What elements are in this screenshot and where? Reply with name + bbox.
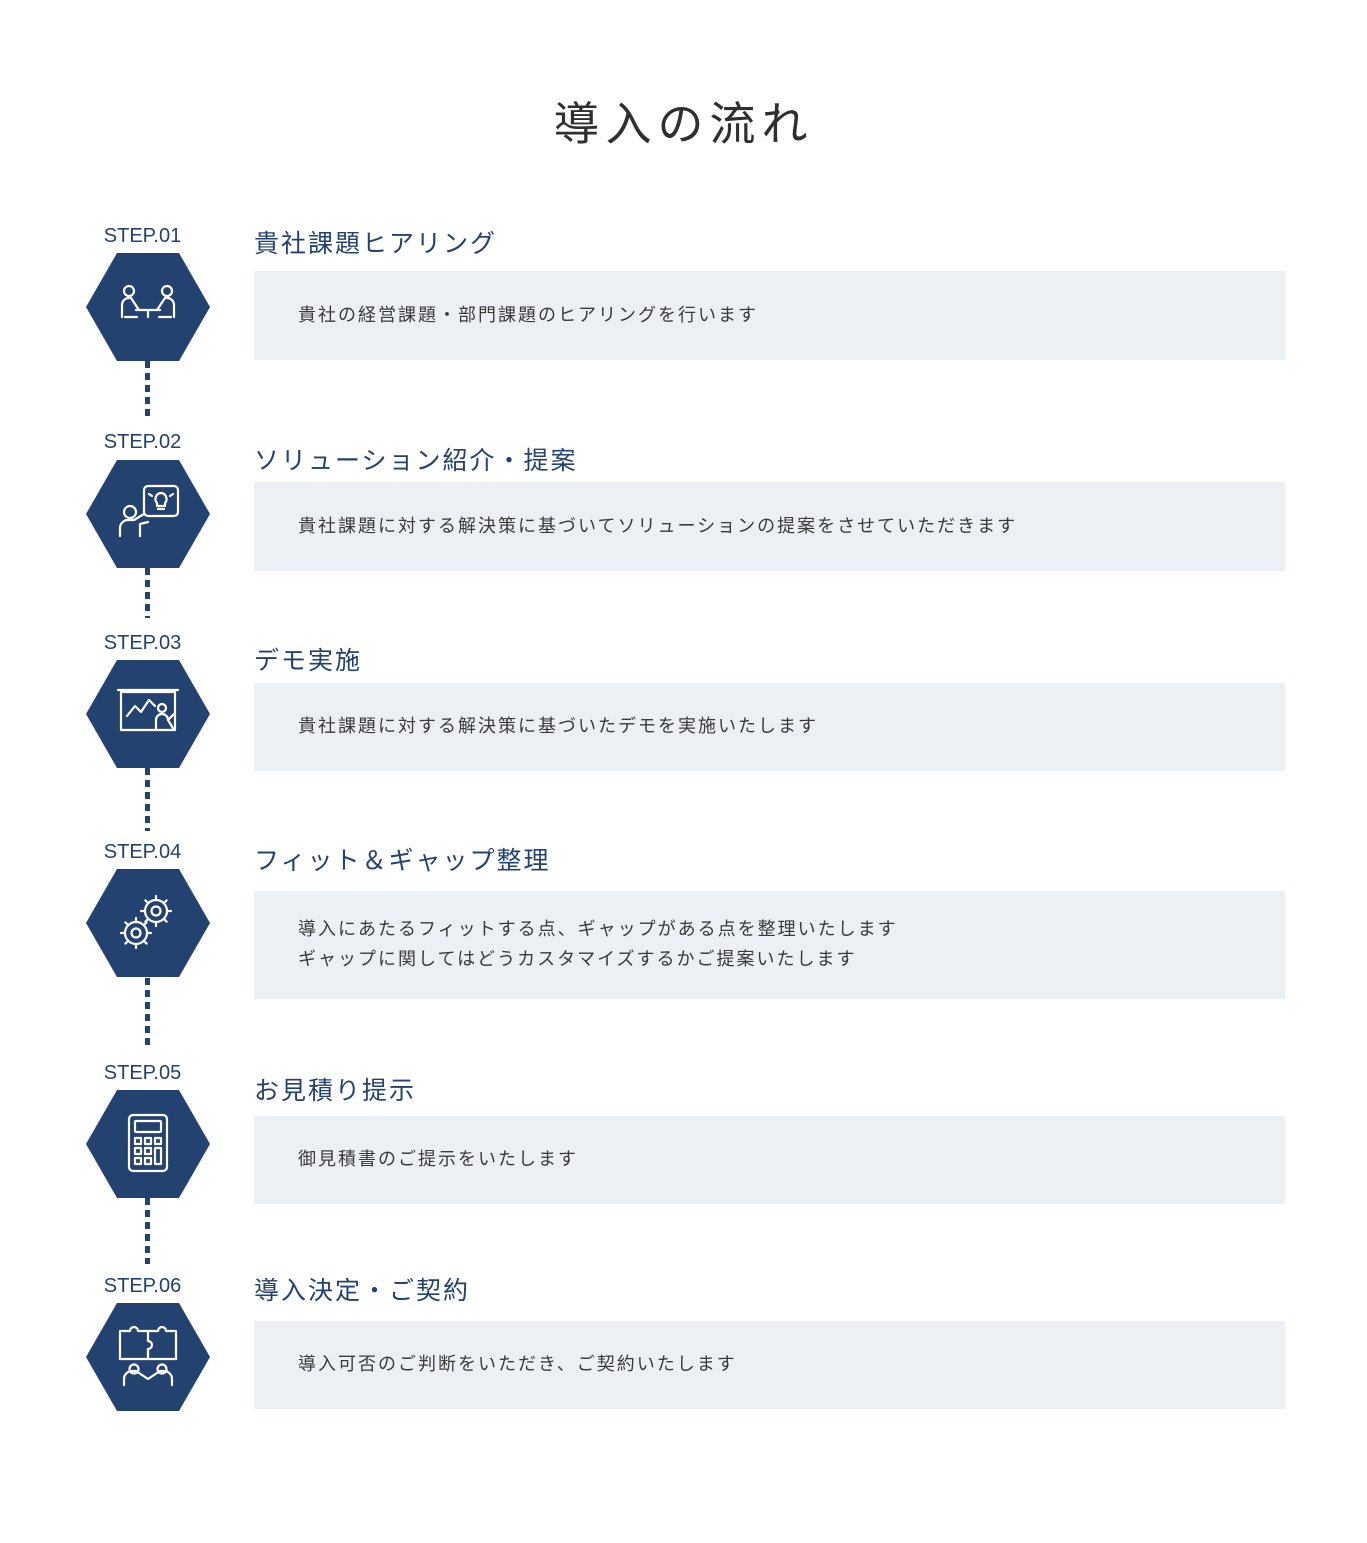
step-connector [145,768,150,831]
calculator-icon [127,1113,169,1173]
step-description-line: 貴社課題に対する解決策に基づいたデモを実施いたします [298,716,818,737]
step-description-box: 貴社課題に対する解決策に基づいたデモを実施いたします [254,683,1285,771]
step-hexagon [86,253,210,361]
step-description-line: 御見積書のご提示をいたします [298,1149,578,1170]
step-hexagon [86,1090,210,1198]
step-hexagon [86,460,210,568]
step-label: STEP.06 [103,1275,182,1297]
step-title: フィット＆ギャップ整理 [254,846,551,875]
step-description-line: 導入にあたるフィットする点、ギャップがある点を整理いたします [298,919,898,940]
step-title: 貴社課題ヒアリング [254,229,498,258]
step-hexagon [86,1303,210,1411]
step-title: 導入決定・ご契約 [254,1276,471,1305]
step-description-box: 貴社の経営課題・部門課題のヒアリングを行います [254,271,1285,360]
step-description-line: 導入可否のご判断をいただき、ご契約いたします [298,1354,737,1375]
step-description-box: 導入にあたるフィットする点、ギャップがある点を整理いたします ギャップに関しては… [254,891,1285,999]
gears-icon [119,894,173,950]
step-hexagon [86,660,210,768]
step-label: STEP.03 [103,632,182,654]
meeting-people-icon [120,284,176,319]
step-connector [145,361,150,416]
step-description-box: 導入可否のご判断をいただき、ご契約いたします [254,1321,1285,1409]
step-label: STEP.05 [103,1062,182,1084]
puzzle-agreement-icon [118,1325,178,1387]
step-label: STEP.01 [103,225,182,247]
step-title: お見積り提示 [254,1076,417,1105]
step-title: ソリューション紹介・提案 [254,446,578,475]
step-description-line: 貴社課題に対する解決策に基づいてソリューションの提案をさせていただきます [298,515,1018,537]
step-connector [145,978,150,1046]
page-title: 導入の流れ [553,97,814,151]
step-label: STEP.04 [103,841,182,863]
step-connector [145,1198,150,1264]
step-hexagon [86,869,210,977]
step-description-line: ギャップに関してはどうカスタマイズするかご提案いたします [298,949,857,970]
step-label: STEP.02 [103,431,182,453]
step-connector [145,568,150,618]
step-description-box: 貴社課題に対する解決策に基づいてソリューションの提案をさせていただきます [254,482,1285,571]
demo-presentation-icon [116,688,180,732]
presenter-idea-icon [118,484,180,538]
step-description-line: 貴社の経営課題・部門課題のヒアリングを行います [298,304,758,326]
step-description-box: 御見積書のご提示をいたします [254,1116,1285,1204]
step-title: デモ実施 [254,646,363,675]
